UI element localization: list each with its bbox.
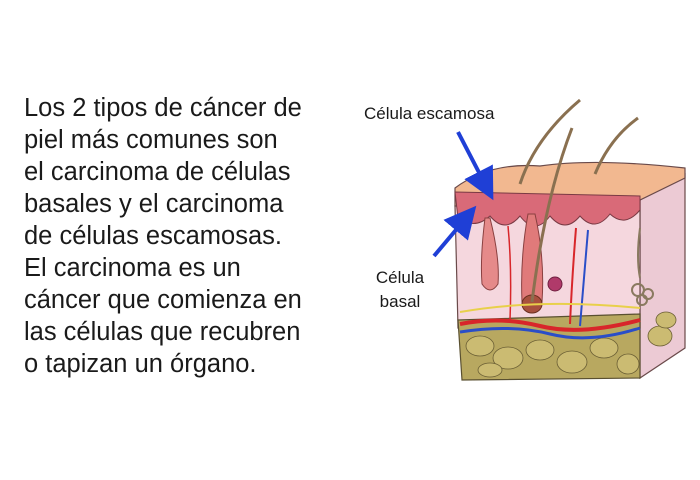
paragraph-line: basales y el carcinoma xyxy=(24,190,284,218)
paragraph-line: el carcinoma de células xyxy=(24,158,291,186)
hair-strand xyxy=(593,116,639,175)
sebaceous-gland xyxy=(547,276,563,292)
nerve xyxy=(459,302,641,313)
artery xyxy=(459,318,641,332)
skin-block-right-face xyxy=(639,172,686,380)
paragraph-line: las células que recubren xyxy=(24,318,301,346)
hair-strand xyxy=(518,98,581,185)
label-basal-line: Célula xyxy=(375,268,425,287)
skin-cross-section-illustration xyxy=(432,98,686,381)
paragraph-line: cáncer que comienza en xyxy=(24,286,302,314)
paragraph-line: El carcinoma es un xyxy=(24,254,241,282)
description-paragraph: Los 2 tipos de cáncer de piel más comune… xyxy=(24,92,344,380)
hair-strand xyxy=(530,127,574,303)
capillary xyxy=(507,225,512,321)
fat-lobules xyxy=(465,311,677,378)
vein xyxy=(459,326,641,340)
sweat-gland xyxy=(631,227,654,306)
paragraph-line: piel más comunes son xyxy=(24,126,278,154)
capillary xyxy=(579,229,589,327)
label-basal-line: basal xyxy=(379,292,421,311)
arrow-basal-cell xyxy=(432,205,477,258)
paragraph-line: o tapizan un órgano. xyxy=(24,350,257,378)
capillary xyxy=(569,227,577,325)
label-squamous-cell: Célula escamosa xyxy=(364,104,495,123)
label-basal-cell: Célula basal xyxy=(368,266,432,314)
paragraph-line: de células escamosas. xyxy=(24,222,282,250)
paragraph-line: Los 2 tipos de cáncer de xyxy=(24,94,302,122)
arrow-squamous-cell xyxy=(456,131,494,201)
hair-follicle xyxy=(480,217,499,291)
